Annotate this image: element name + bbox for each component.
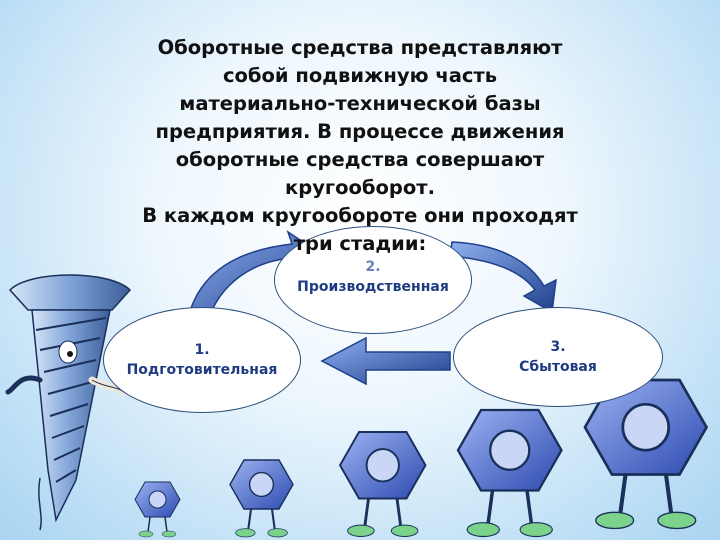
nut-mascot-icon [583, 378, 709, 530]
straight-arrow-left-icon [320, 336, 451, 386]
title-line: кругооборот. [285, 176, 435, 199]
nut-mascot-icon [134, 481, 181, 538]
slide-title: Оборотные средства представляют собой по… [120, 34, 600, 258]
stage-3-name: Сбытовая [519, 359, 597, 375]
title-line: оборотные средства совершают [175, 148, 545, 171]
nut-mascot-icon [229, 459, 294, 538]
title-line: предприятия. В процессе движения [155, 120, 565, 143]
stage-1-ellipse: 1. Подготовительная [103, 307, 301, 413]
stage-2-name: Производственная [297, 279, 449, 295]
title-line: Оборотные средства представляют [157, 36, 563, 59]
nut-mascot-icon [338, 431, 427, 537]
stage-3-number: 3. [550, 339, 566, 355]
title-line: собой подвижную часть [222, 64, 498, 87]
stage-1-number: 1. [194, 342, 210, 358]
nut-mascot-icon [456, 408, 563, 538]
screw-mascot-icon [5, 274, 132, 531]
title-line: В каждом кругообороте они проходят [142, 204, 578, 227]
stage-3-ellipse: 3. Сбытовая [453, 307, 663, 407]
title-line: три стадии: [293, 232, 427, 255]
stage-2-number: 2. [365, 259, 381, 275]
title-line: материально-технической базы [179, 92, 541, 115]
stage-2-ellipse: 2. Производственная [274, 226, 472, 334]
stage-1-name: Подготовительная [126, 362, 278, 378]
